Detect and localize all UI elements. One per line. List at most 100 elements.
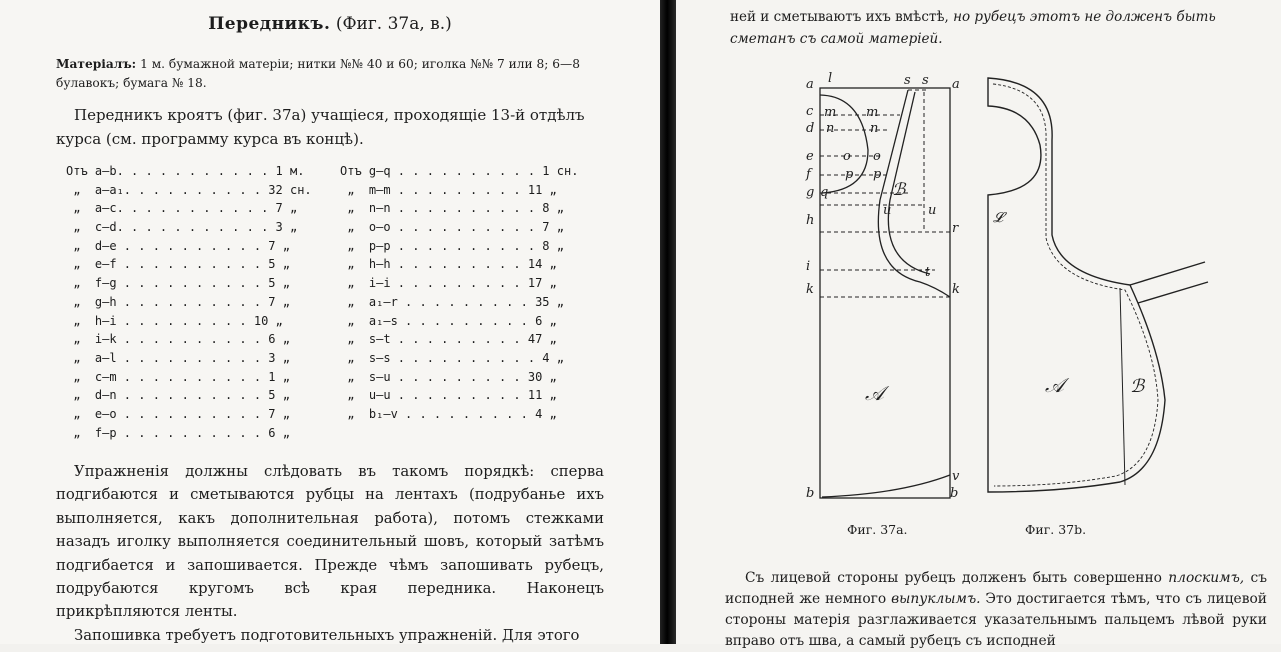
bottom-text-b: съ исподней же немного [725, 570, 1268, 607]
bottom-paragraph-text: Съ лицевой стороны рубецъ долженъ быть с… [725, 568, 1267, 652]
svg-text:d: d [806, 121, 814, 136]
svg-text:n: n [826, 121, 834, 136]
fig-b-seam-line [992, 83, 1159, 487]
svg-text:a: a [952, 77, 960, 92]
fig-b-ribbon [1129, 261, 1209, 304]
svg-text:u: u [928, 203, 936, 218]
bottom-text-c: Это достигается тѣмъ, что съ лицевой сто… [725, 591, 1267, 649]
svg-text:m: m [824, 105, 836, 120]
figure-37a-caption: Фиг. 37а. [847, 522, 908, 537]
svg-text:v: v [952, 469, 960, 484]
fig-a-label-A: 𝒜 [865, 381, 890, 405]
materials-label: Матеріалъ: [56, 57, 137, 71]
left-page: Передникъ. (Фиг. 37а, в.) Матеріалъ: 1 м… [0, 14, 660, 644]
bottom-paragraph: Съ лицевой стороны рубецъ долженъ быть с… [725, 568, 1267, 652]
fig-a-armhole-curve [819, 94, 869, 194]
figure-37b-caption: Фиг. 37b. [1025, 522, 1087, 537]
measurement-right-row: „ n—n . . . . . . . . . . 8 „ [340, 201, 564, 216]
measurement-right-row: „ s—s . . . . . . . . . . 4 „ [340, 350, 564, 365]
measurement-left-row: „ a—a₁. . . . . . . . . . 32 сн. [66, 182, 312, 197]
exercise-paragraph-1: Упражненія должны слѣдовать въ такомъ по… [56, 463, 604, 621]
svg-text:u: u [883, 203, 891, 218]
fig-a-guide-lines [820, 89, 950, 298]
measurement-left-row: „ c—d. . . . . . . . . . . 3 „ [66, 220, 298, 235]
intro-paragraph: Передникъ кроятъ (фиг. 37а) учащіеся, пр… [56, 106, 585, 148]
continued-text: ней и сметываютъ ихъ вмѣстѣ, [730, 9, 949, 25]
measurement-left-row: „ f—p . . . . . . . . . . 6 „ [66, 425, 290, 440]
continued-paragraph: ней и сметываютъ ихъ вмѣстѣ, но рубецъ э… [730, 6, 1260, 50]
book-gutter [660, 0, 676, 644]
svg-text:p: p [873, 167, 882, 182]
svg-text:f: f [805, 167, 813, 182]
fig-b-label-L: 𝓛 [993, 210, 1007, 226]
svg-text:k: k [806, 282, 814, 297]
measurement-left-row: „ f—g . . . . . . . . . . 5 „ [66, 276, 290, 291]
measurement-right-row: „ a₁—r . . . . . . . . . 35 „ [340, 294, 564, 309]
measurement-right-row: „ p—p . . . . . . . . . . 8 „ [340, 238, 564, 253]
right-page [676, 0, 1281, 644]
svg-text:k: k [952, 282, 960, 297]
svg-text:g: g [806, 185, 814, 200]
measurement-right-row: „ a₁—s . . . . . . . . . 6 „ [340, 313, 557, 328]
measurement-left-row: „ a—c. . . . . . . . . . . 7 „ [66, 201, 298, 216]
svg-text:o: o [873, 149, 881, 164]
measurement-left-row: „ c—m . . . . . . . . . . 1 „ [66, 369, 290, 384]
svg-text:r: r [952, 221, 959, 236]
exercise-paragraph-2: Запошивка требуетъ подготовительныхъ упр… [74, 626, 580, 644]
measurement-right-row: Отъ g—q . . . . . . . . . . 1 сн. [340, 164, 579, 178]
svg-text:t: t [925, 265, 931, 280]
svg-text:h: h [806, 213, 814, 228]
measurement-left-row: Отъ a—b. . . . . . . . . . . 1 м. [66, 164, 305, 178]
bottom-text-a: Съ лицевой стороны рубецъ долженъ быть с… [745, 570, 1162, 586]
measurement-left-row: „ e—f . . . . . . . . . . 5 „ [66, 257, 290, 272]
measurement-left-row: „ d—n . . . . . . . . . . 5 „ [66, 388, 290, 403]
fig-a-hem-curve [821, 474, 951, 498]
fig-a-label-B: ℬ [892, 180, 907, 200]
measurement-right-row: „ b₁—v . . . . . . . . . 4 „ [340, 406, 557, 421]
measurement-left-row: „ a—l . . . . . . . . . . 3 „ [66, 350, 290, 365]
measurement-left-row: „ e—o . . . . . . . . . . 7 „ [66, 406, 290, 421]
svg-text:m: m [866, 105, 878, 120]
svg-text:s: s [922, 73, 929, 88]
measurement-right-row: „ h—h . . . . . . . . . 14 „ [340, 257, 557, 272]
measurement-left-row: „ i—k . . . . . . . . . . 6 „ [66, 332, 290, 347]
svg-text:b: b [950, 486, 958, 501]
measurement-right-row: „ m—m . . . . . . . . . 11 „ [340, 182, 557, 197]
fig-a-bib-curve [877, 89, 951, 298]
materials-text: 1 м. бумажной матеріи; нитки №№ 40 и 60;… [56, 57, 580, 90]
svg-text:b: b [806, 486, 814, 501]
measurements-left-column: Отъ a—b. . . . . . . . . . . 1 м. „ a—a₁… [66, 162, 316, 442]
measurement-left-row: „ d—e . . . . . . . . . . 7 „ [66, 238, 290, 253]
exercise-text: Упражненія должны слѣдовать въ такомъ по… [56, 460, 604, 644]
svg-text:p: p [845, 167, 854, 182]
measurement-right-row: „ u—u . . . . . . . . . 11 „ [340, 388, 557, 403]
svg-text:a: a [806, 77, 814, 92]
fig-b-join-seam [1119, 287, 1126, 486]
bottom-italic-1: плоскимъ, [1168, 570, 1245, 586]
svg-text:n: n [870, 121, 878, 136]
title-figure-ref: (Фиг. 37а, в.) [335, 14, 452, 34]
fig-a-outline [819, 87, 951, 499]
svg-text:l: l [828, 71, 832, 86]
fig-b-label-B: ℬ [1130, 376, 1146, 397]
measurement-right-row: „ s—u . . . . . . . . . 30 „ [340, 369, 557, 384]
svg-text:i: i [806, 259, 810, 274]
svg-text:c: c [806, 104, 814, 119]
measurement-right-row: „ s—t . . . . . . . . . 47 „ [340, 332, 557, 347]
svg-text:q: q [820, 185, 828, 200]
svg-text:e: e [806, 149, 814, 164]
measurement-right-row: „ o—o . . . . . . . . . . 7 „ [340, 220, 564, 235]
bottom-italic-2: выпуклымъ. [891, 591, 981, 607]
measurement-right-row: „ i—i . . . . . . . . . 17 „ [340, 276, 557, 291]
continued-italic: но рубецъ этотъ не долженъ быть сметанъ … [730, 9, 1216, 47]
materials-paragraph: Матеріалъ: 1 м. бумажной матеріи; нитки … [56, 55, 604, 93]
svg-text:s: s [904, 73, 911, 88]
fig-b-outline [987, 77, 1166, 493]
measurement-left-row: „ g—h . . . . . . . . . . 7 „ [66, 294, 290, 309]
page-title: Передникъ. (Фиг. 37а, в.) [0, 14, 660, 34]
fig-b-label-A: 𝒜 [1045, 373, 1070, 397]
measurements-right-column: Отъ g—q . . . . . . . . . . 1 сн. „ m—m … [340, 162, 600, 424]
